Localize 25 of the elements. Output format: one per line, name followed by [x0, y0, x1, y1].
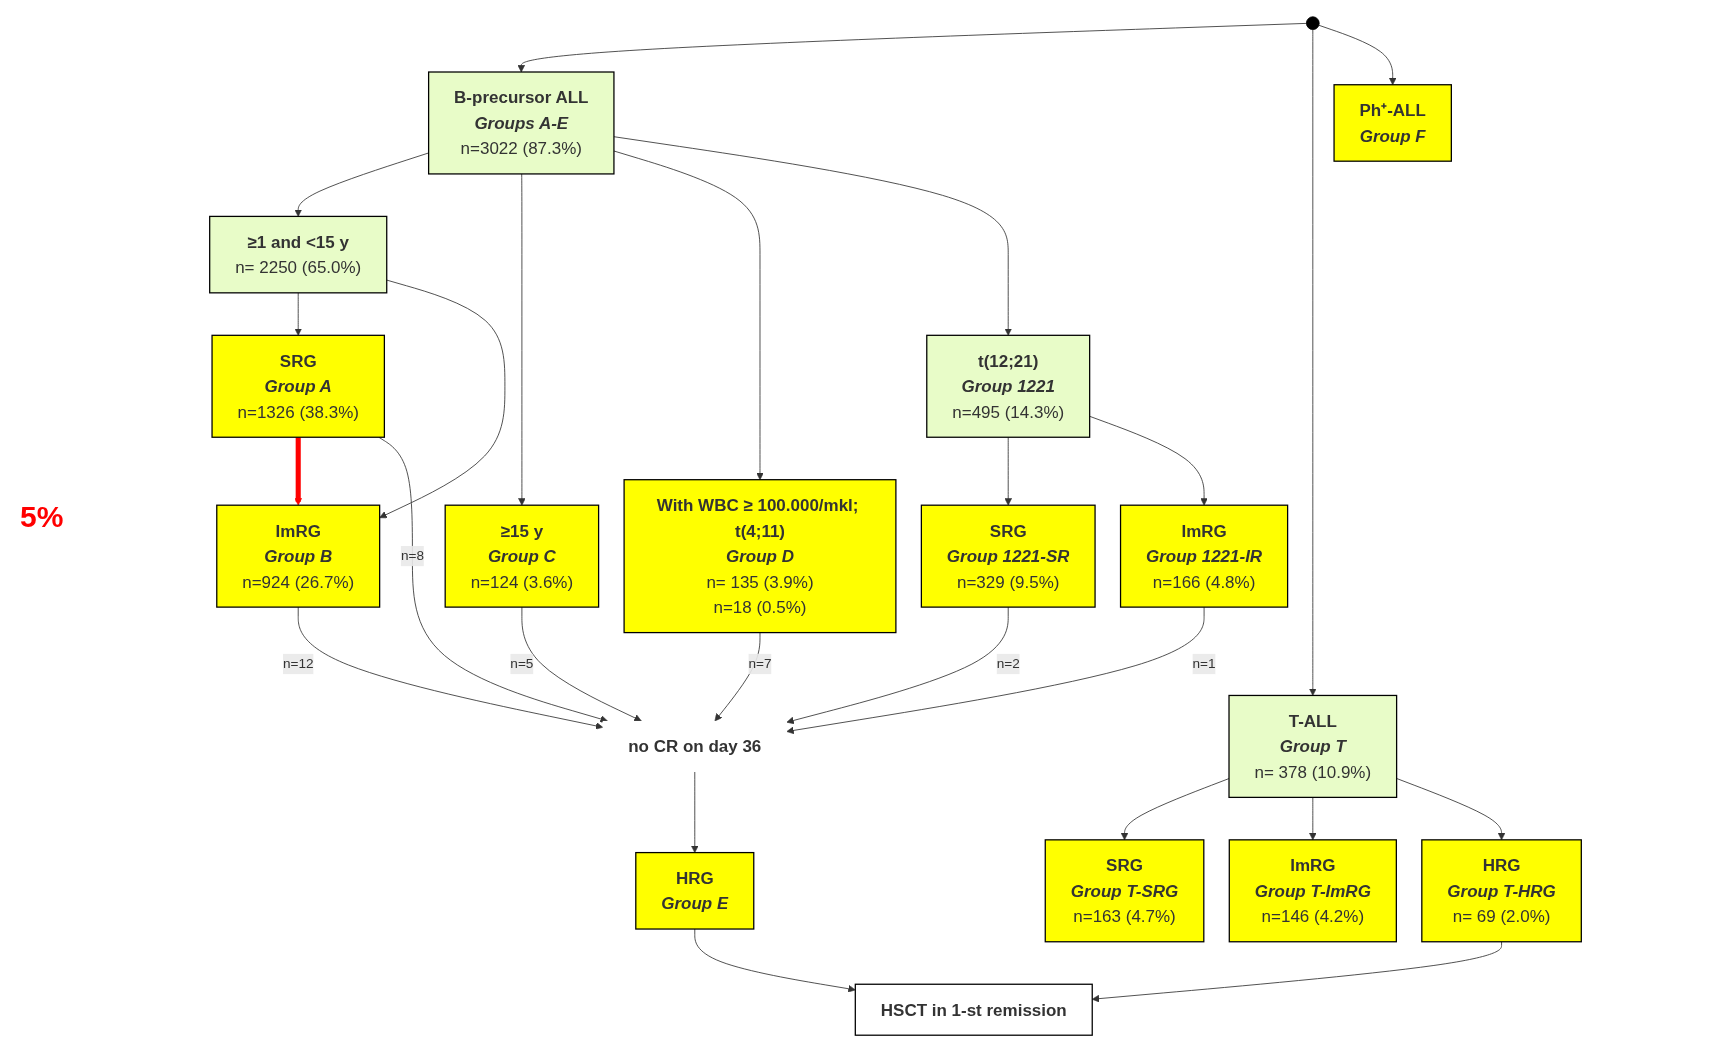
node-box: HRG Group T-HRG n= 69 (2.0%)	[1421, 839, 1582, 943]
arrow	[294, 437, 302, 506]
edge-label: n=12	[282, 656, 314, 671]
node-box: HSCT in 1-st remission	[854, 983, 1093, 1036]
edge-label: n=5	[510, 656, 534, 671]
node-box: B-precursor ALL Groups A-E n=3022 (87.3%)	[428, 71, 615, 175]
node-box: t(12;21) Group 1221 n=495 (14.3%)	[926, 334, 1091, 438]
edge-label: n=2	[996, 656, 1020, 671]
node-text: no CR on day 36	[628, 737, 762, 756]
node-box: SRG Group T-SRG n=163 (4.7%)	[1044, 839, 1205, 943]
node-box: ImRG Group T-ImRG n=146 (4.2%)	[1228, 839, 1397, 943]
node-box: SRG Group 1221-SR n=329 (9.5%)	[920, 504, 1096, 608]
edge-label: n=1	[1192, 656, 1216, 671]
node-box: ImRG Group 1221-IR n=166 (4.8%)	[1119, 504, 1289, 608]
node-box: ≥15 y Group C n=124 (3.6%)	[444, 504, 600, 608]
node-box: HRG Group E	[635, 851, 755, 930]
percent-note: 5%	[20, 500, 64, 534]
node-box: ImRG Group B n=924 (26.7%)	[216, 504, 381, 608]
node-box: ≥1 and <15 y n= 2250 (65.0%)	[209, 215, 388, 294]
edge-label: n=8	[400, 548, 424, 563]
edge-label: n=7	[748, 656, 772, 671]
node-box: With WBC ≥ 100.000/mkl; t(4;11) Group D n= 135 (3.9%) n=18 (0.5%)	[623, 479, 897, 634]
node-box: SRG Group A n=1326 (38.3%)	[211, 334, 385, 438]
node-box: Ph⁺-ALL Group F	[1333, 84, 1452, 162]
node-box: T-ALL Group T n= 378 (10.9%)	[1228, 694, 1398, 798]
